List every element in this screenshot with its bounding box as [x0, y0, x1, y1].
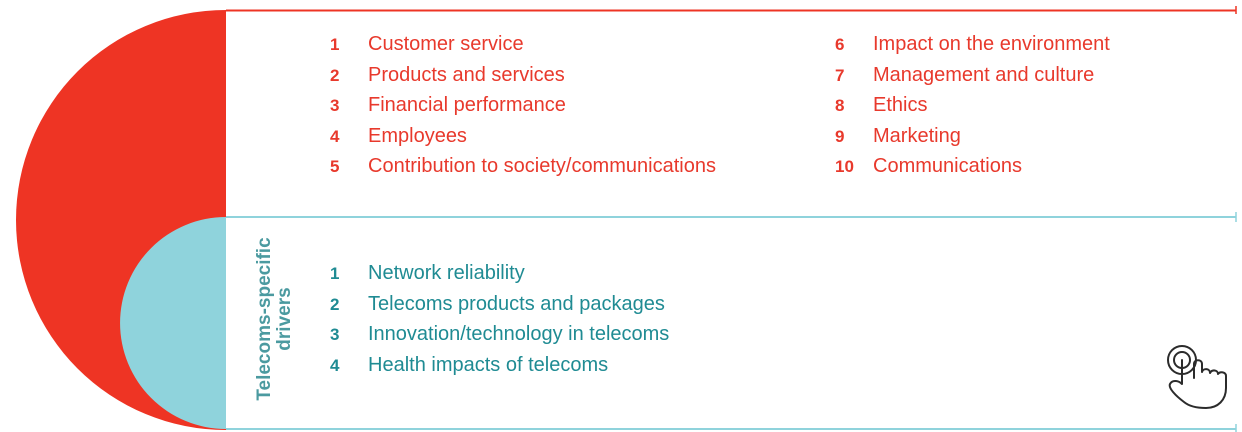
telecoms-label-line1: Telecoms-specific [254, 237, 275, 401]
item-text: Network reliability [368, 262, 525, 284]
list-item: 1 Network reliability [330, 262, 669, 293]
item-text: Customer service [368, 33, 524, 55]
item-text: Products and services [368, 63, 565, 86]
leadership-section-label: Leadership drivers [244, 28, 287, 188]
list-item: 10 Communications [835, 155, 1110, 186]
item-text: Telecoms products and packages [368, 292, 665, 315]
item-text: Contribution to society/communications [368, 155, 716, 177]
item-text: Marketing [873, 124, 961, 147]
item-text: Ethics [873, 94, 928, 116]
item-number: 10 [835, 157, 854, 176]
list-item: 4 Health impacts of telecoms [330, 354, 669, 385]
list-item: 7 Management and culture [835, 64, 1110, 95]
list-item: 6 Impact on the environment [835, 33, 1110, 64]
list-item: 2 Products and services [330, 64, 716, 95]
item-text: Management and culture [873, 63, 1095, 86]
item-text: Employees [368, 124, 467, 147]
list-item: 1 Customer service [330, 33, 716, 64]
telecoms-list: 1 Network reliability 2 Telecoms products … [330, 262, 669, 384]
list-item: 8 Ethics [835, 94, 1110, 125]
list-item: 3 Innovation/technology in telecoms [330, 323, 669, 354]
item-text: Innovation/technology in telecoms [368, 323, 670, 345]
hand-tap-icon[interactable] [1158, 340, 1242, 412]
item-number: 2 [330, 65, 340, 85]
list-item: 5 Contribution to society/communications [330, 155, 716, 186]
item-number: 4 [330, 355, 340, 375]
item-text: Impact on the environment [873, 33, 1110, 55]
item-number: 3 [330, 96, 340, 115]
item-number: 5 [330, 157, 340, 176]
item-number: 9 [835, 126, 845, 146]
item-number: 1 [330, 35, 340, 54]
telecoms-section-label: Telecoms-specific drivers [254, 229, 297, 409]
item-text: Financial performance [368, 94, 566, 116]
item-number: 4 [330, 126, 340, 146]
leadership-label-line2: drivers [264, 76, 285, 140]
item-number: 8 [835, 96, 845, 115]
item-text: Communications [873, 155, 1022, 177]
leadership-list-right: 6 Impact on the environment 7 Management a… [835, 33, 1110, 186]
item-number: 7 [835, 65, 845, 85]
list-item: 3 Financial performance [330, 94, 716, 125]
item-text: Health impacts of telecoms [368, 353, 609, 376]
item-number: 1 [330, 264, 340, 283]
item-number: 6 [835, 35, 845, 54]
list-item: 9 Marketing [835, 125, 1110, 156]
telecoms-half-circle [120, 217, 226, 429]
list-item: 4 Employees [330, 125, 716, 156]
item-number: 3 [330, 325, 340, 344]
telecoms-label-line2: drivers [274, 287, 295, 351]
list-item: 2 Telecoms products and packages [330, 293, 669, 324]
leadership-label-line1: Leadership [244, 57, 265, 159]
leadership-list-left: 1 Customer service 2 Products and services… [330, 33, 716, 186]
item-number: 2 [330, 294, 340, 314]
